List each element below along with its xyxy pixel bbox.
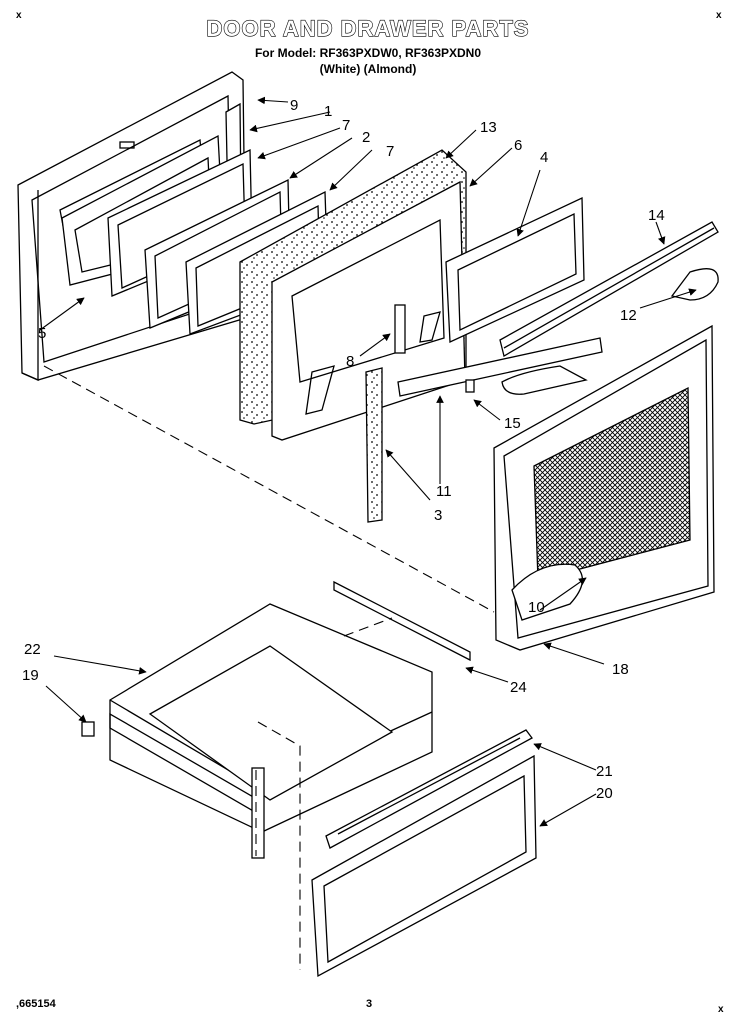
callout-3: 3 (434, 507, 442, 524)
oven-window-glass (445, 196, 585, 343)
variant-line: (White) (Almond) (319, 62, 417, 76)
callout-20: 20 (596, 785, 613, 802)
callout-12: 12 (620, 307, 637, 324)
callout-19: 19 (22, 667, 39, 684)
callout-15: 15 (504, 415, 521, 432)
callout-7: 7 (342, 117, 350, 134)
door-handle (499, 221, 719, 395)
corner-mark-top-right: x (716, 10, 722, 21)
callout-5: 5 (38, 325, 46, 342)
callout-8: 8 (346, 353, 354, 370)
callout-18: 18 (612, 661, 629, 678)
callout-9: 9 (290, 97, 298, 114)
footer-page-number: 3 (366, 998, 373, 1010)
callout-22: 22 (24, 641, 41, 658)
callout-10: 10 (528, 599, 545, 616)
model-line: For Model: RF363PXDW0, RF363PXDN0 (254, 46, 482, 60)
callout-1: 1 (324, 103, 332, 120)
door-hinge-parts (365, 304, 603, 523)
storage-drawer (81, 603, 433, 859)
diagram-title: DOOR AND DRAWER PARTS (206, 15, 530, 41)
corner-mark-top-left: x (16, 10, 22, 21)
callout-labels: 9 1 7 2 7 13 6 4 14 12 5 8 15 11 3 10 18… (22, 97, 665, 802)
drawer-front (311, 754, 537, 978)
door-front-panel (493, 324, 715, 651)
callout-6: 6 (514, 137, 522, 154)
callout-7b: 7 (386, 143, 394, 160)
callout-4: 4 (540, 149, 548, 166)
drawer-rail (333, 580, 471, 662)
callout-21: 21 (596, 763, 613, 780)
drawer-trim (325, 729, 533, 849)
callout-13: 13 (480, 119, 497, 136)
footer-part-code: ,665154 (16, 998, 56, 1010)
callout-14: 14 (648, 207, 665, 224)
callout-11: 11 (436, 483, 452, 500)
corner-mark-bottom-right: x (718, 1004, 724, 1015)
callout-24: 24 (510, 679, 527, 696)
callout-2: 2 (362, 129, 370, 146)
